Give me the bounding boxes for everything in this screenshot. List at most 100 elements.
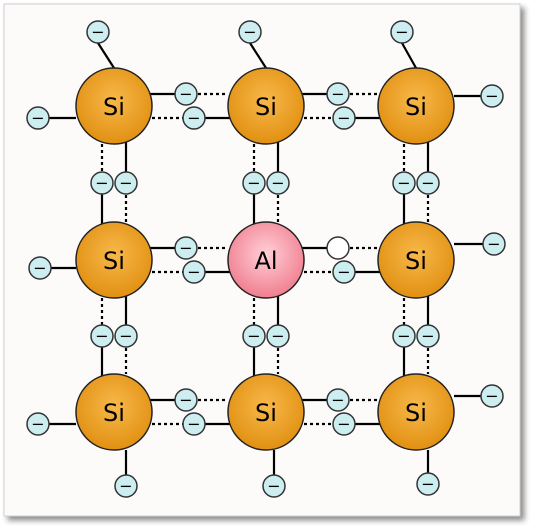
- atom-label: Si: [103, 247, 125, 275]
- atom-circle: [227, 373, 305, 451]
- electron-circle: [242, 171, 266, 195]
- atom-label: Si: [103, 399, 125, 427]
- electron-circle: [416, 324, 440, 348]
- electron-circle: [266, 324, 290, 348]
- electron: −: [416, 324, 440, 348]
- electron: −: [242, 324, 266, 348]
- electron-circle: [114, 171, 138, 195]
- electron-sign: −: [119, 174, 132, 193]
- electron: −: [90, 171, 114, 195]
- atom-circle: [75, 221, 153, 299]
- silicon-atom: Si: [75, 373, 153, 451]
- atom-circle: [75, 67, 153, 145]
- electron: −: [182, 260, 206, 284]
- electron-circle: [392, 171, 416, 195]
- atom-label: Si: [405, 399, 427, 427]
- electron-circle: [86, 20, 110, 44]
- electron: −: [480, 84, 504, 108]
- electron: −: [416, 472, 440, 496]
- electron: −: [332, 412, 356, 436]
- electron-circle: [26, 106, 50, 130]
- atom-label: Al: [254, 247, 277, 275]
- electron: −: [332, 106, 356, 130]
- silicon-atom: Si: [377, 67, 455, 145]
- electron-sign: −: [421, 475, 434, 494]
- hole: [326, 236, 350, 260]
- electron-sign: −: [187, 415, 200, 434]
- electron-circle: [114, 324, 138, 348]
- electron: −: [482, 232, 506, 256]
- electron-sign: −: [119, 327, 132, 346]
- electron: −: [182, 106, 206, 130]
- electron-sign: −: [31, 415, 44, 434]
- electron: −: [86, 20, 110, 44]
- electron: −: [182, 412, 206, 436]
- electron-circle: [326, 388, 350, 412]
- dangling-bond: [97, 42, 115, 69]
- electron-sign: −: [485, 87, 498, 106]
- electron-circle: [114, 474, 138, 498]
- electron: −: [480, 384, 504, 408]
- electron-circle: [90, 171, 114, 195]
- electron: −: [114, 171, 138, 195]
- atom-label: Si: [255, 399, 277, 427]
- electron: −: [242, 171, 266, 195]
- electron-sign: −: [267, 477, 280, 496]
- electron-circle: [416, 171, 440, 195]
- electron-circle: [174, 82, 198, 106]
- electron-sign: −: [95, 174, 108, 193]
- aluminium-atom: Al: [227, 221, 305, 299]
- electron: −: [326, 82, 350, 106]
- electron: −: [174, 236, 198, 260]
- electron-sign: −: [95, 327, 108, 346]
- atom-label: Si: [405, 247, 427, 275]
- electron-circle: [242, 324, 266, 348]
- silicon-atom: Si: [227, 67, 305, 145]
- electron-sign: −: [187, 109, 200, 128]
- electron-sign: −: [33, 259, 46, 278]
- atom-circle: [377, 221, 455, 299]
- electron-circle: [182, 260, 206, 284]
- electron-sign: −: [485, 387, 498, 406]
- electron-layer: −−−−−−−−−−−−−−−−−−−−−−−−−−−−−−−−−−−: [26, 20, 506, 498]
- electron: −: [238, 20, 262, 44]
- silicon-atom: Si: [377, 221, 455, 299]
- electron: −: [174, 82, 198, 106]
- electron-circle: [416, 472, 440, 496]
- electron: −: [266, 324, 290, 348]
- electron: −: [26, 106, 50, 130]
- electron-sign: −: [179, 85, 192, 104]
- electron: −: [332, 260, 356, 284]
- electron-circle: [90, 324, 114, 348]
- electron: −: [390, 20, 414, 44]
- electron-circle: [28, 256, 52, 280]
- electron: −: [266, 171, 290, 195]
- electron-circle: [26, 412, 50, 436]
- electron-circle: [326, 82, 350, 106]
- electron-sign: −: [91, 23, 104, 42]
- electron-circle: [332, 260, 356, 284]
- electron-circle: [480, 384, 504, 408]
- electron: −: [392, 324, 416, 348]
- electron-sign: −: [397, 174, 410, 193]
- electron-sign: −: [179, 239, 192, 258]
- electron-circle: [182, 106, 206, 130]
- atom-circle: [377, 373, 455, 451]
- atom-label: Si: [405, 93, 427, 121]
- electron-sign: −: [487, 235, 500, 254]
- electron-sign: −: [397, 327, 410, 346]
- electron-circle: [238, 20, 262, 44]
- electron-sign: −: [243, 23, 256, 42]
- electron-circle: [480, 84, 504, 108]
- electron-circle: [482, 232, 506, 256]
- electron: −: [28, 256, 52, 280]
- electron-circle: [174, 388, 198, 412]
- electron-sign: −: [271, 174, 284, 193]
- electron: −: [416, 171, 440, 195]
- silicon-atom: Si: [75, 221, 153, 299]
- electron-sign: −: [179, 391, 192, 410]
- electron-sign: −: [337, 263, 350, 282]
- electron-circle: [390, 20, 414, 44]
